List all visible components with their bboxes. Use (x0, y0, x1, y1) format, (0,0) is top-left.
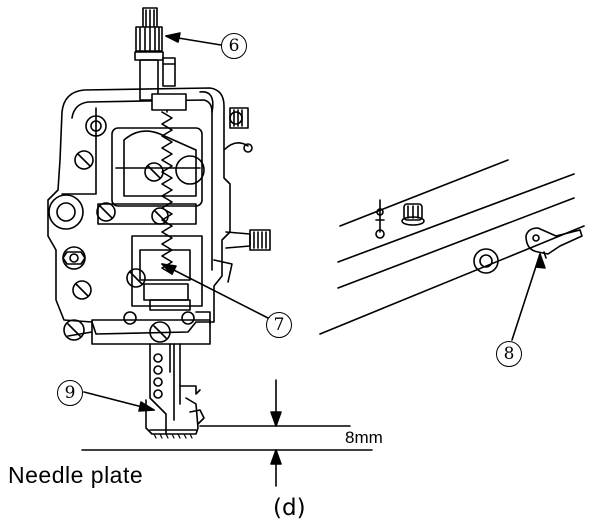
adjusting-screw (134, 7, 176, 101)
needle-clamp-screw (126, 268, 146, 288)
adjusting-knob (403, 203, 423, 221)
frame-screw-1 (72, 280, 92, 300)
figure-caption: (d) (273, 495, 306, 521)
callout-6: 6 (221, 33, 247, 59)
dimension-8mm (81, 379, 373, 487)
frame-screw-3 (96, 202, 116, 222)
callout-8: 8 (496, 341, 522, 367)
frame-screw-5 (149, 321, 171, 343)
callout-9-number: 9 (64, 383, 76, 403)
callout-7-number: 7 (273, 315, 285, 335)
compression-spring (161, 99, 173, 275)
frame-screw-2 (74, 150, 94, 170)
lever-8 (525, 227, 583, 255)
hex-nut (62, 246, 86, 270)
bearing (473, 248, 499, 274)
callout-9: 9 (57, 380, 83, 406)
presser-bar-frame (47, 87, 231, 335)
needle-plate-label: Needle plate (8, 462, 144, 488)
leader-8 (511, 253, 541, 341)
leader-7 (161, 263, 269, 319)
callout-8-number: 8 (503, 344, 515, 364)
large-boss (48, 194, 84, 230)
bed-assembly (319, 159, 585, 341)
presser-foot (145, 397, 199, 435)
callout-7: 7 (266, 312, 292, 338)
dimension-label: 8mm (345, 428, 383, 447)
frame-hole-top (85, 115, 107, 137)
callout-6-number: 6 (228, 36, 240, 56)
presser-foot-shank (149, 343, 171, 435)
frame-screw-4 (63, 319, 85, 341)
